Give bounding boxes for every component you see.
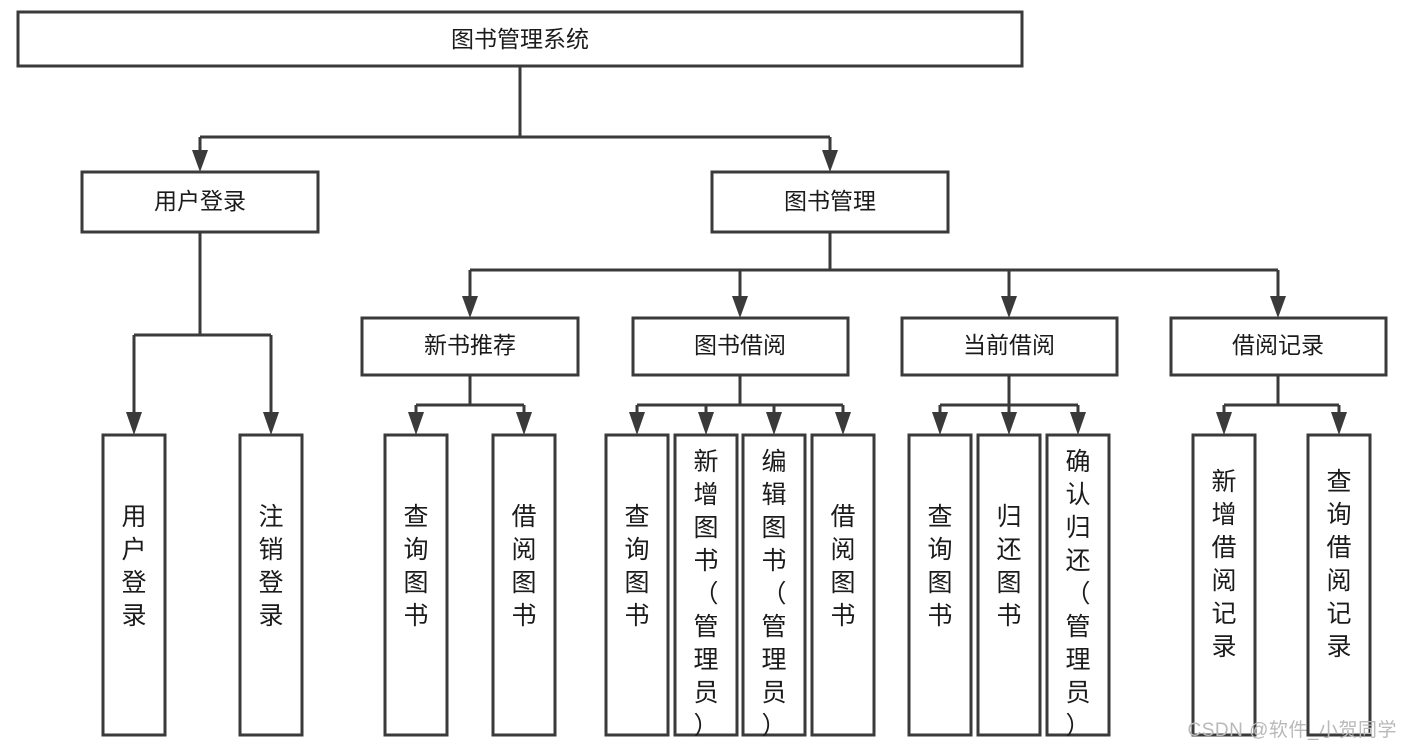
node-box [631,316,850,377]
node-box [1169,316,1388,377]
arrow-icon [822,150,838,172]
arrow-icon [932,412,948,435]
node-label: 查询图书 [624,503,649,630]
arrow-icon [462,296,478,318]
node-book-management-system[interactable]: 图书管理系统 [16,10,1024,68]
arrow-icon [835,412,851,435]
node-book-borrow[interactable]: 图书借阅 [631,316,850,377]
connector-userlogin-to-leaves [126,232,279,435]
leaf-node-user-login[interactable]: 用户登录 [101,433,167,737]
leaf-node-edit-book[interactable]: 编辑图书（管理员） [741,433,807,740]
node-label: 注销登录 [258,503,283,630]
node-box [900,316,1119,377]
node-label: 编辑图书（管理员） [761,448,786,740]
arrow-icon [408,412,424,435]
arrow-icon [1270,296,1286,318]
arrow-icon [192,150,208,172]
node-label: 查询图书 [927,503,952,630]
leaf-node-return-book[interactable]: 归还图书 [976,433,1042,737]
leaf-node-confirm-return[interactable]: 确认归还（管理员） [1045,433,1111,740]
node-current-borrow[interactable]: 当前借阅 [900,316,1119,377]
node-label: 归还图书 [996,503,1021,630]
node-box [101,433,167,737]
node-box [383,433,449,737]
node-box [907,433,973,737]
connector-bookmanage-to-level3 [462,232,1286,318]
node-box [1191,433,1257,737]
node-label: 确认归还（管理员） [1065,448,1090,740]
node-label: 图书管理 [784,188,876,214]
node-label: 用户登录 [154,188,246,214]
arrow-icon [1331,412,1347,435]
node-book-manage[interactable]: 图书管理 [710,170,950,234]
leaf-node-query-book-1[interactable]: 查询图书 [383,433,449,737]
arrow-icon [732,296,748,318]
leaf-node-add-book[interactable]: 新增图书（管理员） [673,433,739,740]
node-label: 借阅记录 [1232,332,1324,358]
csdn-watermark: CSDN @软件_小贺同学 [1187,720,1397,741]
arrow-icon [1001,296,1017,318]
node-label: 新增图书（管理员） [693,448,718,740]
arrow-icon [1001,412,1017,435]
node-box [1045,433,1111,737]
node-label: 图书管理系统 [451,26,589,52]
connector-root-to-level2 [192,66,838,172]
leaf-node-query-book-2[interactable]: 查询图书 [604,433,670,737]
node-box [1306,433,1372,737]
connector-borrowrecord-to-leaves [1216,375,1347,435]
node-box [360,316,580,377]
node-box [604,433,670,737]
leaf-node-logout-login[interactable]: 注销登录 [238,433,304,737]
node-label: 用户登录 [121,503,146,630]
node-label: 借阅图书 [511,503,536,630]
node-user-login[interactable]: 用户登录 [80,170,320,234]
arrow-icon [629,412,645,435]
node-box [976,433,1042,737]
node-label: 当前借阅 [963,332,1055,358]
node-label: 新书推荐 [424,332,516,358]
arrow-icon [766,412,782,435]
leaf-node-query-borrow-record[interactable]: 查询借阅记录 [1306,433,1372,737]
arrow-icon [698,412,714,435]
leaf-node-borrow-book-2[interactable]: 借阅图书 [810,433,876,737]
connector-newbook-to-leaves [408,375,532,435]
node-borrow-record[interactable]: 借阅记录 [1169,316,1388,377]
node-box [673,433,739,737]
node-label: 借阅图书 [830,503,855,630]
node-label: 新增借阅记录 [1211,468,1236,661]
leaf-node-add-borrow-record[interactable]: 新增借阅记录 [1191,433,1257,737]
leaf-node-query-book-3[interactable]: 查询图书 [907,433,973,737]
arrow-icon [263,412,279,435]
node-label: 查询借阅记录 [1326,468,1351,661]
node-box [710,170,950,234]
arrow-icon [1216,412,1232,435]
arrow-icon [516,412,532,435]
node-box [810,433,876,737]
node-box [741,433,807,737]
node-label: 图书借阅 [694,332,786,358]
node-box [491,433,557,737]
node-label: 查询图书 [403,503,428,630]
node-box [238,433,304,737]
leaf-node-borrow-book-1[interactable]: 借阅图书 [491,433,557,737]
connector-bookborrow-to-leaves [629,375,851,435]
node-new-book-recommend[interactable]: 新书推荐 [360,316,580,377]
node-box [16,10,1024,68]
arrow-icon [126,412,142,435]
connector-currentborrow-to-leaves [932,375,1086,435]
arrow-icon [1070,412,1086,435]
node-box [80,170,320,234]
